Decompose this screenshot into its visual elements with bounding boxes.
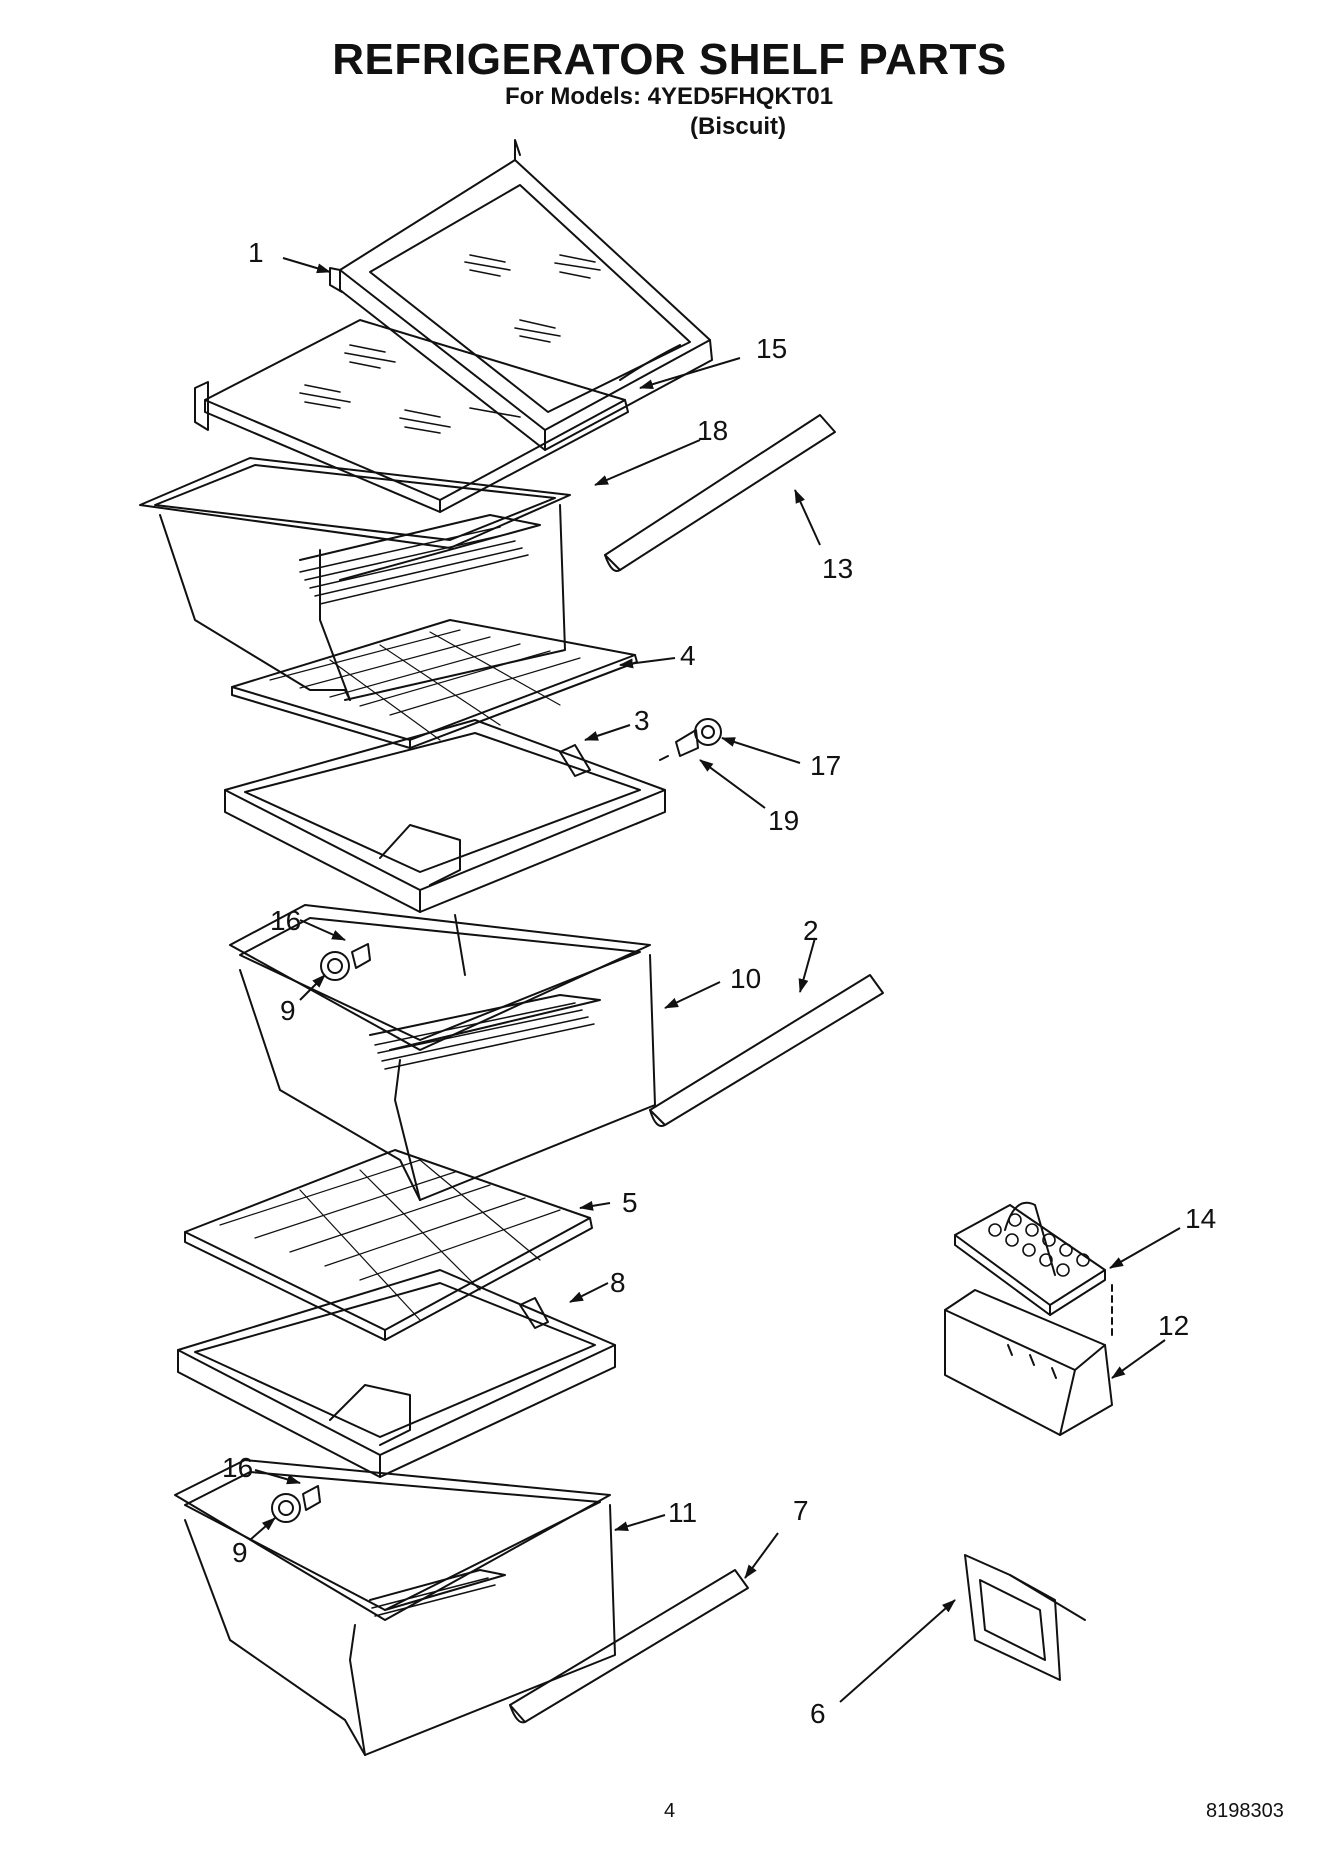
callout-4: 4 xyxy=(680,640,696,671)
callout-9-upper: 9 xyxy=(280,995,296,1026)
trim-strip-2 xyxy=(649,974,884,1127)
models-line: For Models: 4YED5FHQKT01 xyxy=(505,83,834,110)
callout-3: 3 xyxy=(634,705,650,736)
crisper-cover-glass xyxy=(231,619,638,749)
trim-strip-13 xyxy=(604,414,836,572)
humidity-control-knob-lower xyxy=(271,1485,321,1523)
crisper-cover-frame-lower xyxy=(177,1269,616,1478)
callout-8: 8 xyxy=(610,1267,626,1298)
callout-14: 14 xyxy=(1185,1203,1216,1234)
callout-19: 19 xyxy=(768,805,799,836)
crisper-cover-frame xyxy=(224,719,666,913)
callout-16-upper: 16 xyxy=(270,905,301,936)
callout-12: 12 xyxy=(1158,1310,1189,1341)
page-title: REFRIGERATOR SHELF PARTS xyxy=(332,35,1007,84)
callout-15: 15 xyxy=(756,333,787,364)
callout-18: 18 xyxy=(697,415,728,446)
callout-16-lower: 16 xyxy=(222,1452,253,1483)
crisper-drawer-upper xyxy=(139,457,571,701)
crisper-drawer-middle xyxy=(229,904,656,1201)
card-holder xyxy=(964,1554,1086,1681)
callout-5: 5 xyxy=(622,1187,638,1218)
crisper-drawer-lower xyxy=(174,1459,616,1756)
storage-bin xyxy=(944,1289,1113,1436)
callout-2: 2 xyxy=(803,915,819,946)
callout-1: 1 xyxy=(248,237,264,268)
callout-7: 7 xyxy=(793,1495,809,1526)
glass-shelf-upper xyxy=(329,139,713,451)
callout-11: 11 xyxy=(668,1497,697,1528)
callout-labels: 1 2 3 4 5 6 7 8 9 9 10 11 12 13 14 15 16… xyxy=(222,237,1216,1729)
callout-6: 6 xyxy=(810,1698,826,1729)
humidity-control-knob-upper xyxy=(320,943,371,981)
callout-13: 13 xyxy=(822,553,853,584)
egg-tray xyxy=(954,1201,1113,1341)
color-note: (Biscuit) xyxy=(690,113,786,140)
leader-lines xyxy=(249,257,1181,1703)
glass-shelf-lower xyxy=(194,319,629,513)
crisper-cover-glass-lower xyxy=(184,1149,593,1341)
page-number: 4 xyxy=(664,1800,676,1822)
callout-17: 17 xyxy=(810,750,841,781)
trim-strip-7 xyxy=(509,1569,749,1724)
callout-10: 10 xyxy=(730,963,761,994)
drawer-stop-hardware xyxy=(659,718,722,761)
callout-9-lower: 9 xyxy=(232,1537,248,1568)
document-number: 8198303 xyxy=(1206,1800,1284,1822)
